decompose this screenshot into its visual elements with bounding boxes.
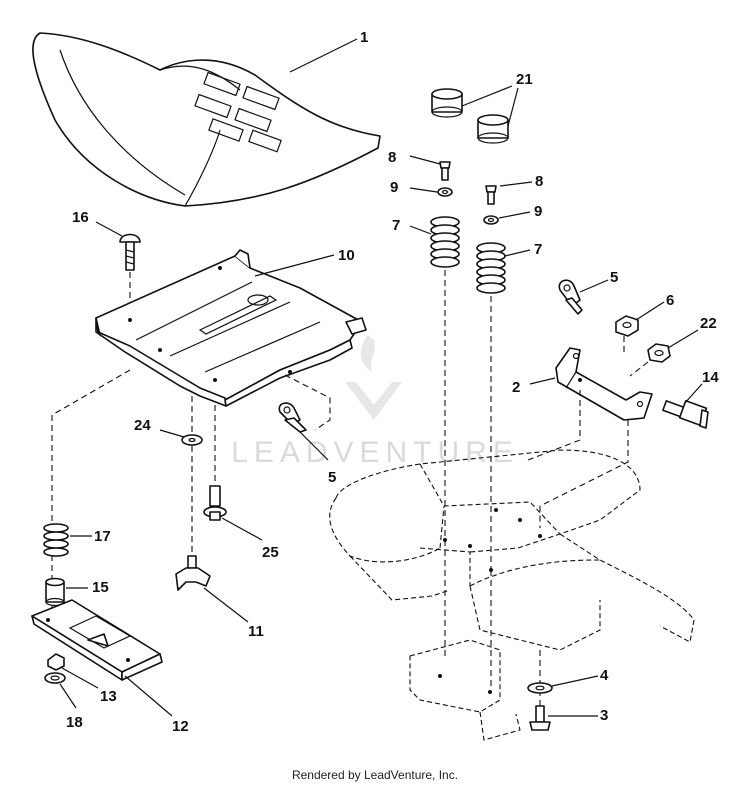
callout-6: 6 [666, 292, 674, 309]
callout-11: 11 [248, 623, 264, 640]
washer-4-part[interactable] [527, 682, 553, 694]
callout-7-right: 7 [534, 241, 542, 258]
screw-right-part[interactable] [485, 185, 497, 205]
callout-21: 14 [702, 369, 719, 386]
seat-clip-part[interactable] [558, 279, 583, 315]
diagram-canvas: LEADVENTURE 1 16 [31, 29, 719, 741]
compression-spring-part[interactable] [43, 523, 69, 557]
callout-5-left: 5 [328, 469, 336, 486]
callout-12: 12 [172, 718, 189, 735]
screw-left-part[interactable] [439, 161, 451, 181]
shoulder-bolt-part[interactable] [203, 485, 227, 521]
flange-nut-part[interactable] [647, 343, 671, 363]
washer-left-part[interactable] [437, 187, 453, 197]
seat-part[interactable] [32, 32, 381, 207]
adjustment-knob-part[interactable] [175, 555, 211, 591]
callout-25: 25 [262, 544, 279, 561]
callout-5-right: 5 [610, 269, 618, 286]
hex-nut-part[interactable] [47, 653, 65, 671]
nut-part[interactable] [615, 315, 639, 337]
callout-13: 13 [100, 688, 117, 705]
callout-14: 16 [72, 209, 89, 226]
spacer-part[interactable] [45, 577, 65, 607]
callout-10: 10 [338, 247, 355, 264]
hinge-clip-part[interactable] [278, 402, 307, 433]
carriage-bolt-part[interactable] [119, 233, 141, 271]
callout-4: 4 [600, 667, 609, 684]
callout-18: 21 [516, 71, 533, 88]
hex-bolt-part[interactable] [529, 705, 551, 731]
callout-9-right: 9 [534, 203, 542, 220]
callout-15: 15 [92, 579, 109, 596]
watermark-text: LEADVENTURE [231, 436, 519, 469]
seat-spring-left-part[interactable] [430, 216, 460, 268]
callout-24: 24 [134, 417, 151, 434]
callout-8-right: 8 [535, 173, 543, 190]
callout-2: 2 [512, 379, 520, 396]
slide-bracket-part[interactable] [31, 599, 163, 681]
callout-8-left: 8 [388, 149, 396, 166]
washer-right-part[interactable] [483, 215, 499, 225]
callout-17: 18 [66, 714, 83, 731]
callout-22: 22 [700, 315, 717, 332]
callout-16: 17 [94, 528, 111, 545]
flat-washer-part[interactable] [181, 434, 203, 446]
callout-3: 3 [600, 707, 608, 724]
seat-pan-part[interactable] [95, 249, 367, 407]
pivot-bracket-part[interactable] [555, 347, 653, 421]
footer-credit: Rendered by LeadVenture, Inc. [291, 768, 459, 782]
seat-spring-right-part[interactable] [476, 242, 506, 294]
watermark-logo [345, 335, 402, 420]
callout-1: 1 [360, 29, 368, 46]
shoulder-bolt-21-part[interactable] [662, 399, 709, 429]
lock-washer-part[interactable] [44, 672, 66, 684]
callout-7-left: 7 [392, 217, 400, 234]
callout-9-left: 9 [390, 179, 398, 196]
mower-frame-outline [329, 449, 695, 741]
rubber-bumper-right-part[interactable] [477, 114, 509, 144]
rubber-bumper-left-part[interactable] [431, 88, 463, 118]
